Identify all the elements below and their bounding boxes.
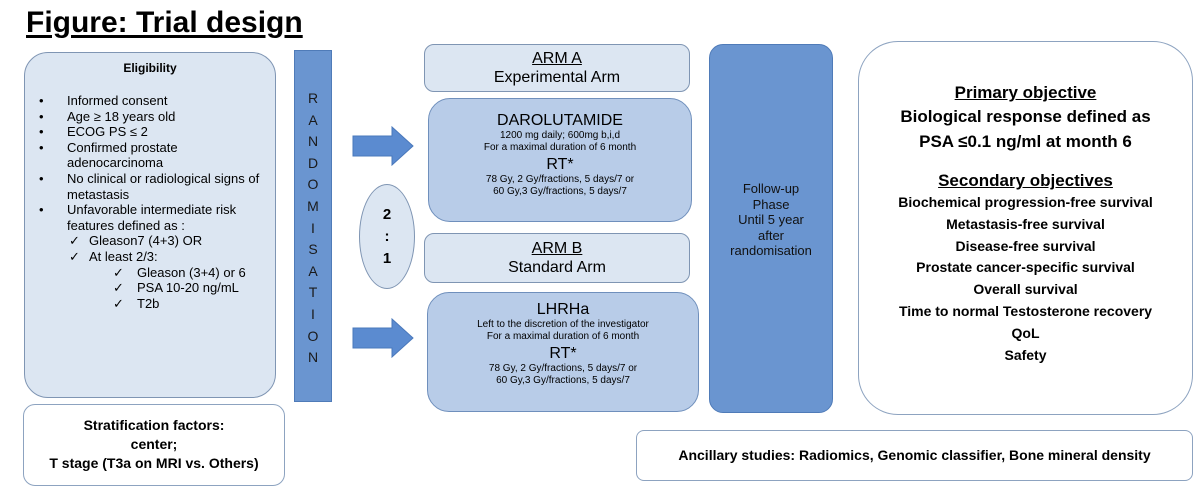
risk-criteria-list: Gleason7 (4+3) OR At least 2/3: Gleason … [67,233,267,311]
arm-a-duration: For a maximal duration of 6 month [483,142,637,153]
arm-b-note: Left to the discretion of the investigat… [477,319,649,330]
eligibility-item: Age ≥ 18 years old [39,109,267,125]
arm-b-label-box: ARM B Standard Arm [424,233,690,283]
arm-a-name: Experimental Arm [493,69,621,86]
eligibility-item: ECOG PS ≤ 2 [39,124,267,140]
arm-a-label: ARM A [532,50,582,67]
stratification-line: T stage (T3a on MRI vs. Others) [49,455,259,471]
stratification-line: center; [130,436,178,452]
arm-a-rt-line: 78 Gy, 2 Gy/fractions, 5 days/7 or [485,174,635,185]
secondary-objective-item: Safety [1004,346,1047,363]
primary-objective-line: Biological response defined as [900,107,1151,126]
ratio-separator: : [384,227,390,245]
randomisation-letter: D [307,154,319,171]
arm-a-drug: DAROLUTAMIDE [497,112,623,129]
arm-b-rt-line: 78 Gy, 2 Gy/fractions, 5 days/7 or [488,363,638,374]
randomisation-letter: A [308,111,318,128]
followup-line: randomisation [730,243,812,259]
secondary-objective-item: Biochemical progression-free survival [898,194,1153,210]
ratio-top: 2 [382,205,392,223]
primary-objective-heading: Primary objective [954,83,1097,102]
arm-b-treatment-box: LHRHa Left to the discretion of the inve… [427,292,699,412]
arrow-to-arm-b-icon [352,318,414,358]
randomisation-letter: O [307,176,319,193]
arm-a-dose: 1200 mg daily; 600mg b,i,d [499,130,621,141]
arrow-to-arm-a-icon [352,126,414,166]
arm-b-label: ARM B [531,240,583,257]
randomisation-letter: A [308,262,318,279]
eligibility-item: Informed consent [39,93,267,109]
arm-b-rt: RT* [549,345,577,362]
eligibility-title: Eligibility [123,61,177,75]
followup-bar: Follow-up Phase Until 5 year after rando… [709,44,833,413]
followup-line: after [757,227,784,243]
sub-criteria-list: Gleason (3+4) or 6 PSA 10-20 ng/mL T2b [89,265,267,312]
arm-a-rt-line: 60 Gy,3 Gy/fractions, 5 days/7 [493,186,627,197]
criterion-at-least-text: At least 2/3: [89,248,158,264]
sub-criterion: PSA 10-20 ng/mL [109,280,267,296]
followup-line: Until 5 year [738,212,804,228]
randomisation-letter: M [307,197,319,214]
primary-objective-line: PSA ≤0.1 ng/ml at month 6 [919,132,1132,151]
arm-a-treatment-box: DAROLUTAMIDE 1200 mg daily; 600mg b,i,d … [428,98,692,222]
secondary-objective-item: QoL [1011,324,1040,341]
arm-b-drug: LHRHa [536,301,590,318]
secondary-objective-item: Time to normal Testosterone recovery [898,302,1153,319]
randomisation-letter: I [311,305,315,322]
randomisation-letter: N [307,133,319,150]
randomisation-letter: I [311,219,315,236]
secondary-objective-item: Overall survival [973,281,1078,298]
eligibility-item: No clinical or radiological signs of met… [39,171,267,202]
randomisation-letter: R [307,90,319,106]
arm-b-name: Standard Arm [508,259,606,276]
criterion-gleason7: Gleason7 (4+3) OR [65,233,267,249]
eligibility-list: Informed consent Age ≥ 18 years old ECOG… [39,93,267,311]
randomisation-letter: S [308,241,318,258]
secondary-objective-item: Prostate cancer-specific survival [916,259,1135,276]
randomisation-bar: R A N D O M I S A T I O N [294,50,332,402]
eligibility-item: Unfavorable intermediate risk features d… [39,202,267,311]
ancillary-studies-box: Ancillary studies: Radiomics, Genomic cl… [636,430,1193,481]
stratification-box: Stratification factors: center; T stage … [23,404,285,486]
randomisation-text: R A N D O M I S A T I O N [295,88,331,369]
eligibility-item-text: Unfavorable intermediate risk features d… [67,202,237,233]
stratification-line: Stratification factors: [83,417,225,433]
secondary-objective-item: Metastasis-free survival [946,215,1105,232]
followup-line: Phase [752,196,790,212]
arm-b-rt-line: 60 Gy,3 Gy/fractions, 5 days/7 [496,375,630,386]
figure-title: Figure: Trial design [26,6,303,39]
secondary-objective-item: Disease-free survival [955,237,1096,254]
arm-a-rt: RT* [546,156,574,173]
ratio-bottom: 1 [382,249,392,267]
followup-text: Follow-up Phase Until 5 year after rando… [710,181,832,259]
arm-a-label-box: ARM A Experimental Arm [424,44,690,92]
randomisation-letter: O [307,327,319,344]
eligibility-item: Confirmed prostate adenocarcinoma [39,140,267,171]
arm-b-duration: For a maximal duration of 6 month [486,331,640,342]
objectives-box: Primary objective Biological response de… [858,41,1193,415]
followup-line: Follow-up [742,181,800,196]
randomisation-letter: T [308,284,318,301]
criterion-at-least: At least 2/3: Gleason (3+4) or 6 PSA 10-… [65,249,267,311]
ratio-oval: 2 : 1 [359,184,415,289]
randomisation-letter: N [307,349,319,366]
sub-criterion: T2b [109,296,267,312]
eligibility-box: Eligibility Informed consent Age ≥ 18 ye… [24,52,276,398]
secondary-objectives-heading: Secondary objectives [938,171,1113,190]
sub-criterion: Gleason (3+4) or 6 [109,265,267,281]
